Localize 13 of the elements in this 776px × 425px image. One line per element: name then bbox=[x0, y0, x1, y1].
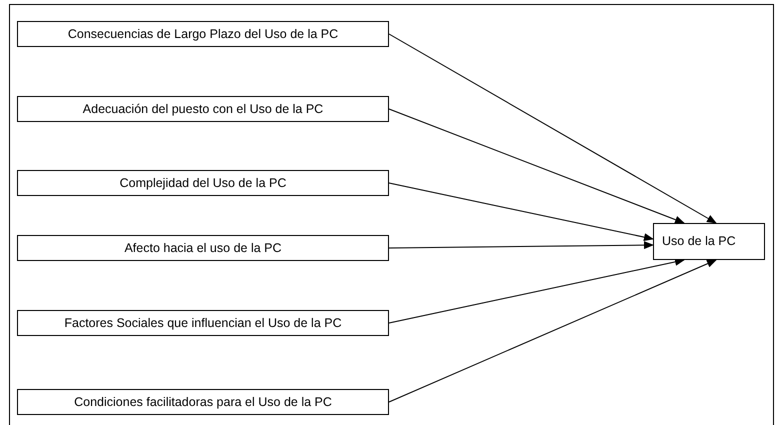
arrow bbox=[388, 258, 685, 324]
text-box: Afecto hacia el uso de la PC bbox=[17, 235, 389, 261]
text-box: Uso de la PC bbox=[653, 223, 765, 260]
text-box: Adecuación del puesto con el Uso de la PC bbox=[17, 96, 389, 122]
arrow bbox=[388, 182, 654, 242]
text-box: Factores Sociales que influencian el Uso de la PC bbox=[17, 310, 389, 336]
arrow bbox=[388, 34, 717, 224]
arrow bbox=[388, 108, 685, 224]
text-box: Condiciones facilitadoras para el Uso de la PC bbox=[17, 389, 389, 415]
arrow bbox=[388, 241, 654, 250]
text-box: Complejidad del Uso de la PC bbox=[17, 170, 389, 196]
arrow bbox=[388, 260, 717, 402]
text-box: Consecuencias de Largo Plazo del Uso de la PC bbox=[17, 21, 389, 47]
